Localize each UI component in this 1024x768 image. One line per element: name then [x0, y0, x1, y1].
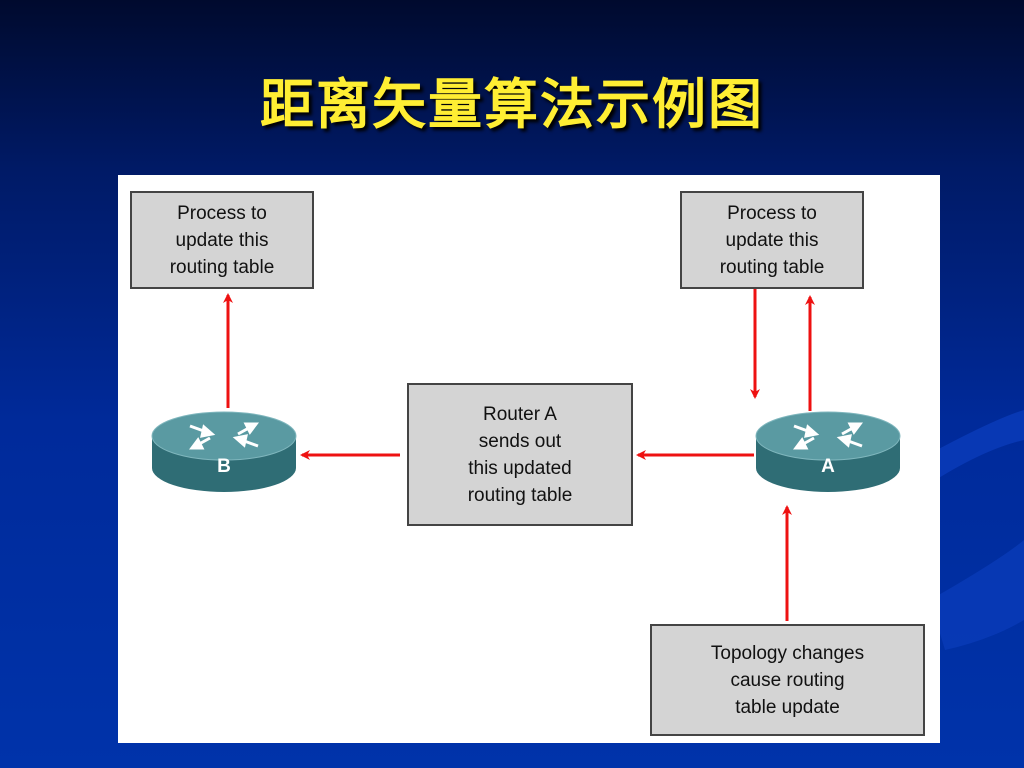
- process-box-b: Process to update this routing table: [130, 191, 314, 289]
- router-a: A: [754, 410, 902, 496]
- router-sends-box: Router A sends out this updated routing …: [407, 383, 633, 526]
- router-icon: [151, 411, 297, 492]
- router-b: B: [150, 410, 298, 496]
- diagram-panel: Process to update this routing table Pro…: [118, 175, 940, 743]
- arrows-layer: [223, 287, 815, 621]
- router-icon: [755, 411, 901, 492]
- slide-title: 距离矢量算法示例图: [260, 72, 764, 136]
- router-a-label: A: [821, 456, 835, 477]
- topology-box: Topology changes cause routing table upd…: [650, 624, 925, 736]
- router-b-label: B: [217, 456, 231, 477]
- process-box-a: Process to update this routing table: [680, 191, 864, 289]
